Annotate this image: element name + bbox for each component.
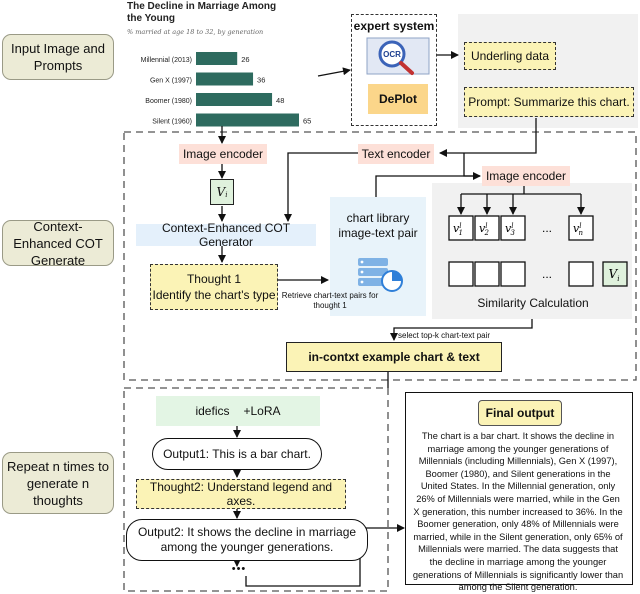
chart-title-line-2: the Young (127, 13, 175, 24)
prompt-box: Prompt: Summarize this chart. (464, 87, 634, 117)
embedding-n: v (573, 222, 580, 235)
stage-repeat-label: Repeat n times to generate n thoughts (2, 452, 114, 514)
library-panel (330, 197, 426, 316)
embedding-1: v (453, 222, 460, 235)
final-output-text: The chart is a bar chart. It shows the d… (412, 431, 624, 593)
in-context-example-box: in-contxt example chart & text (286, 342, 502, 372)
lora-label: +LoRA (243, 404, 281, 418)
chart-bar (196, 72, 254, 86)
similarity-row: Vi ... (448, 261, 628, 287)
chart-value-label: 48 (276, 96, 284, 105)
embedding-3: v (505, 222, 512, 235)
expert-system-box: expert system (351, 14, 437, 126)
idefics-model: idefics +LoRA (168, 401, 308, 421)
select-topk-caption: select top-k chart-text pair (398, 330, 491, 340)
thought2-box: Thought2: Understand legend and axes. (136, 479, 346, 509)
similarity-label: Similarity Calculation (477, 296, 589, 310)
chart-subtitle: % married at age 18 to 32, by generation (127, 28, 263, 36)
chart-bar (196, 52, 238, 65)
chart-title-line-1: The Decline in Marriage Among (127, 1, 276, 12)
similarity-vi: V (609, 267, 619, 281)
similarity-panel (432, 183, 632, 319)
chart-category-label: Millennial (2013) (141, 57, 192, 64)
chart-library-title: chart library image-text pair (338, 211, 418, 240)
thought1-box: Thought 1 Identify the chart's type (150, 264, 278, 310)
database-icon (358, 258, 403, 292)
idefics-label: idefics (195, 404, 230, 418)
repeat-section-frame (123, 387, 389, 592)
chart-category-label: Silent (1960) (152, 119, 192, 126)
svg-text:vl3: vl3 (505, 222, 515, 237)
ocr-label: OCR (383, 50, 401, 59)
embedding-2: v (479, 222, 486, 235)
chart-value-label: 65 (303, 117, 311, 126)
svg-text:vl1: vl1 (453, 222, 463, 237)
embedding-ellipsis: ... (542, 221, 552, 235)
deplot-badge: DePlot (368, 84, 428, 114)
thought1-title: Thought 1 (186, 272, 242, 286)
flow-arrows (218, 51, 585, 587)
image-encoder-1: Image encoder (179, 144, 267, 164)
text-encoder: Text encoder (358, 144, 434, 164)
svg-text:vl2: vl2 (479, 222, 489, 237)
chart-bar (196, 93, 273, 106)
image-encoder-2: Image encoder (482, 166, 570, 186)
expert-system-title: expert system (353, 19, 435, 33)
chart-category-label: Boomer (1980) (145, 98, 192, 105)
svg-text:vln: vln (573, 222, 583, 237)
cot-generator: Context-Enhanced COT Generator (136, 221, 316, 249)
output2-box: Output2: It shows the decline in marriag… (126, 519, 368, 561)
chart-category-label: Gen X (1997) (150, 78, 192, 85)
context-section-frame (123, 131, 637, 381)
thought1-text: Identify the chart's type (152, 288, 276, 302)
idefics-panel (156, 396, 320, 426)
output1-box: Output1: This is a bar chart. (152, 438, 322, 470)
chart-value-label: 36 (257, 76, 265, 85)
final-output-title: Final output (478, 400, 562, 426)
retrieve-caption: Retrieve chart-text pairs for thought 1 (281, 291, 379, 310)
underlying-data-box: Underling data (464, 42, 556, 70)
svg-text:Vi: Vi (609, 267, 620, 283)
stage-input-label: Input Image and Prompts (2, 34, 114, 80)
similarity-ellipsis: ... (542, 267, 552, 281)
stage-context-label: Context-Enhanced COT Generate (2, 219, 114, 268)
ocr-magnifier-icon: OCR (366, 37, 430, 75)
chart-value-label: 26 (241, 55, 249, 64)
continuation-dots: ••• (231, 563, 247, 575)
chart-bar (196, 113, 299, 127)
